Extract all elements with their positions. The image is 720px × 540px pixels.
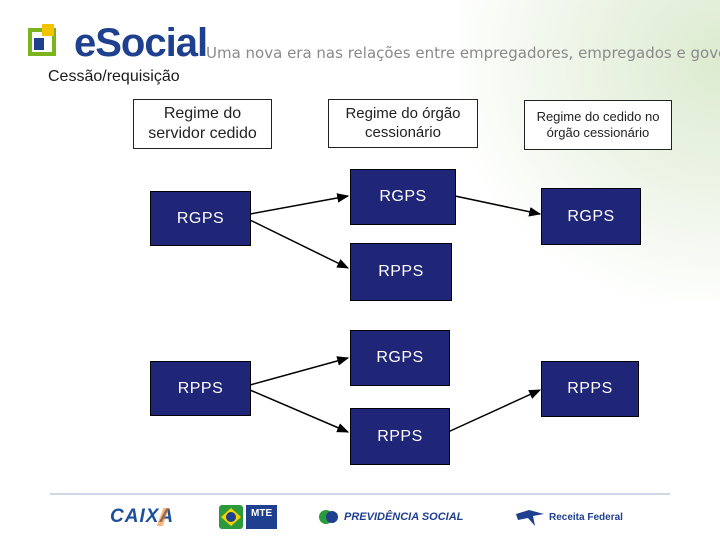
logo-text: eSocial: [74, 21, 208, 65]
caixa-logo: CAIXA: [110, 503, 173, 531]
box-mid-rgps-2: RGPS: [350, 330, 450, 386]
box-right-rgps: RGPS: [541, 188, 641, 245]
header-line-2: cessionário: [365, 123, 441, 141]
page-subtitle: Cessão/requisição: [48, 68, 180, 85]
mte-logo: MTE: [218, 503, 278, 531]
receita-eagle-icon: [516, 510, 544, 526]
box-left-rgps: RGPS: [150, 191, 251, 246]
box-left-rpps: RPPS: [150, 361, 251, 416]
esocial-logo-icon: [28, 24, 56, 56]
arrow-rgps-to-mid-rgps: [249, 193, 350, 215]
arrow-rpps-to-mid-rgps: [249, 356, 350, 386]
previdencia-icon: [319, 510, 338, 524]
box-mid-rpps-2: RPPS: [350, 408, 450, 465]
previdencia-logo: PREVIDÊNCIA SOCIAL: [318, 503, 463, 531]
receita-logo: Receita Federal: [515, 503, 623, 531]
header-line-1: Regime do: [163, 105, 242, 122]
esocial-logo: eSocial: [28, 18, 208, 68]
header-line-1: Regime do cedido no: [536, 108, 660, 124]
footer-divider: [50, 493, 670, 495]
header-line-2: órgão cessionário: [546, 125, 650, 140]
arrow-mid-rpps-to-right-rpps: [447, 389, 542, 433]
receita-text: Receita Federal: [549, 511, 623, 523]
arrow-rpps-to-mid-rpps: [249, 389, 350, 433]
box-mid-rpps-1: RPPS: [350, 243, 452, 301]
header-cedido-orgao-cessionario: Regime do cedido no órgão cessionário: [524, 100, 672, 150]
header-servidor-cedido: Regime do servidor cedido: [133, 99, 272, 149]
arrow-mid-rgps-to-right-rgps: [454, 195, 542, 217]
box-mid-rgps-1: RGPS: [350, 169, 456, 225]
brazil-flag-icon: [219, 505, 243, 529]
mte-badge: MTE: [246, 505, 278, 529]
tagline: Uma nova era nas relações entre empregad…: [206, 44, 720, 62]
mte-text: MTE: [251, 508, 273, 519]
previdencia-text: PREVIDÊNCIA SOCIAL: [344, 511, 464, 523]
arrow-rgps-to-mid-rpps: [249, 219, 350, 269]
header-line-1: Regime do órgão: [345, 104, 461, 122]
header-orgao-cessionario: Regime do órgão cessionário: [328, 99, 478, 148]
background-glow: [460, 0, 720, 300]
header-line-2: servidor cedido: [148, 125, 257, 142]
box-right-rpps: RPPS: [541, 361, 639, 417]
